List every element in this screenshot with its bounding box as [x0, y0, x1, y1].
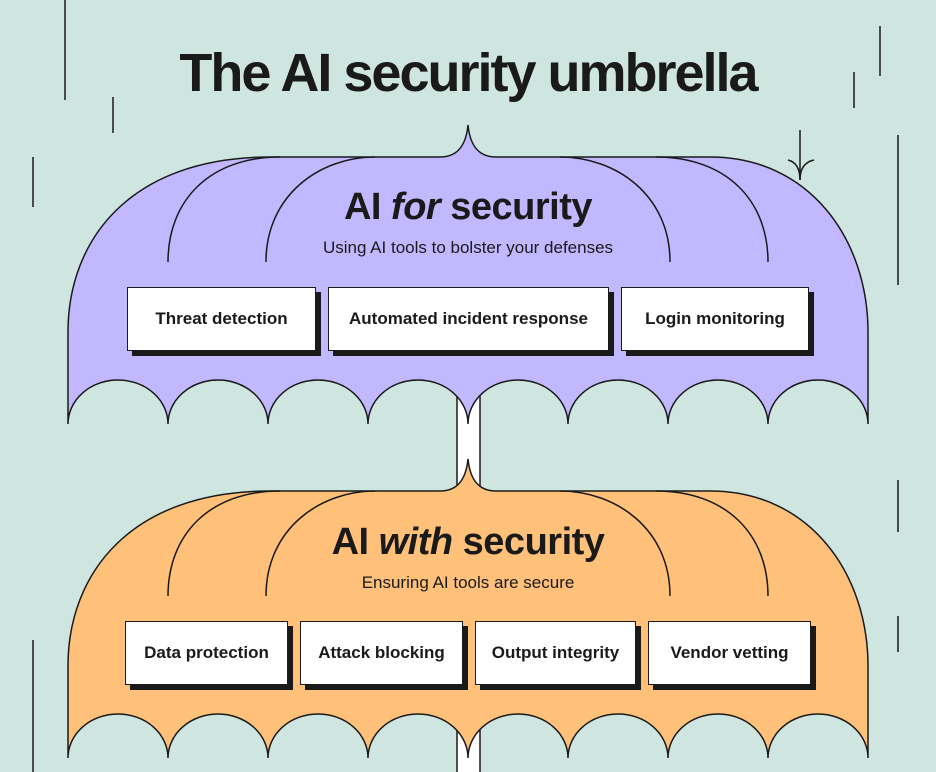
card-automated-incident-response: Automated incident response	[328, 287, 609, 351]
ai-with-security-subtitle: Ensuring AI tools are secure	[361, 573, 575, 592]
heading-prefix: AI	[331, 521, 379, 563]
canopy-ribs-bottom	[167, 490, 769, 597]
heading-suffix: security	[440, 186, 593, 228]
ai-with-security-heading: AI with security	[0, 521, 936, 564]
ai-for-security-heading: AI for security	[0, 186, 936, 229]
umbrella-canopy-ai-with-security	[67, 458, 869, 759]
card-attack-blocking: Attack blocking	[300, 621, 463, 685]
heading-suffix: security	[452, 521, 605, 563]
page-title: The AI security umbrella	[179, 43, 758, 103]
arrow-down-icon	[787, 130, 815, 181]
umbrella-canopy-ai-for-security	[67, 124, 869, 425]
card-threat-detection: Threat detection	[127, 287, 316, 351]
rain-lines	[32, 0, 899, 772]
heading-emphasis: for	[391, 186, 441, 228]
ai-for-security-subtitle: Using AI tools to bolster your defenses	[322, 238, 614, 257]
card-vendor-vetting: Vendor vetting	[648, 621, 811, 685]
heading-emphasis: with	[378, 521, 453, 563]
heading-prefix: AI	[343, 186, 392, 228]
card-login-monitoring: Login monitoring	[621, 287, 809, 351]
card-output-integrity: Output integrity	[475, 621, 636, 685]
canopy-ribs-top	[167, 156, 769, 263]
card-data-protection: Data protection	[125, 621, 288, 685]
